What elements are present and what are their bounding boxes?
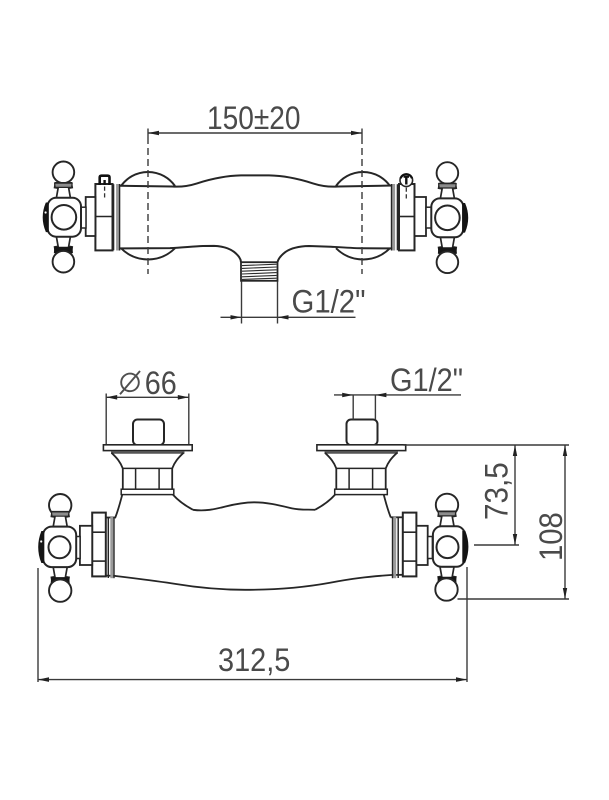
svg-text:108: 108 — [533, 512, 569, 561]
svg-text:66: 66 — [145, 365, 177, 401]
svg-text:G1/2": G1/2" — [292, 284, 366, 320]
svg-text:G1/2": G1/2" — [390, 362, 463, 398]
svg-text:73,5: 73,5 — [479, 462, 515, 520]
svg-text:312,5: 312,5 — [218, 642, 290, 678]
svg-text:150±20: 150±20 — [207, 100, 301, 136]
